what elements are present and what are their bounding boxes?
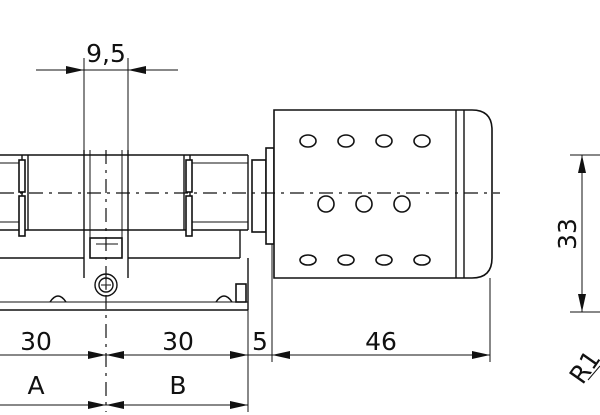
- dimension-height: 33: [553, 154, 600, 313]
- dim-gap-text: 5: [252, 327, 268, 356]
- knob-hole: [317, 195, 335, 213]
- dim-radius-text: R1: [564, 345, 600, 389]
- knob-hole: [337, 134, 355, 148]
- dim-height-text: 33: [553, 218, 582, 250]
- center-lines: [0, 150, 500, 412]
- dim-segment-b-text: 30: [162, 327, 194, 356]
- collar: [251, 147, 275, 245]
- thumb-turn-knob: [273, 109, 493, 279]
- dimension-bottom-row: 30 30 5 46 A B: [0, 244, 491, 412]
- knob-hole: [413, 134, 431, 148]
- knob-hole: [337, 254, 355, 266]
- knob-hole: [393, 195, 411, 213]
- dimension-top-width: 9,5: [36, 39, 178, 150]
- knob-hole: [375, 254, 393, 266]
- knob-hole: [299, 134, 317, 148]
- knob-hole: [413, 254, 431, 266]
- knob-hole: [299, 254, 317, 266]
- dimension-radius: R1: [564, 345, 600, 389]
- dim-top-width-text: 9,5: [86, 39, 126, 68]
- knob-hole: [375, 134, 393, 148]
- cylinder-body: [0, 150, 249, 311]
- knob-hole: [355, 195, 373, 213]
- label-segment-b: B: [169, 371, 186, 400]
- dim-segment-a-text: 30: [20, 327, 52, 356]
- dim-knob-length-text: 46: [365, 327, 397, 356]
- label-segment-a: A: [27, 371, 44, 400]
